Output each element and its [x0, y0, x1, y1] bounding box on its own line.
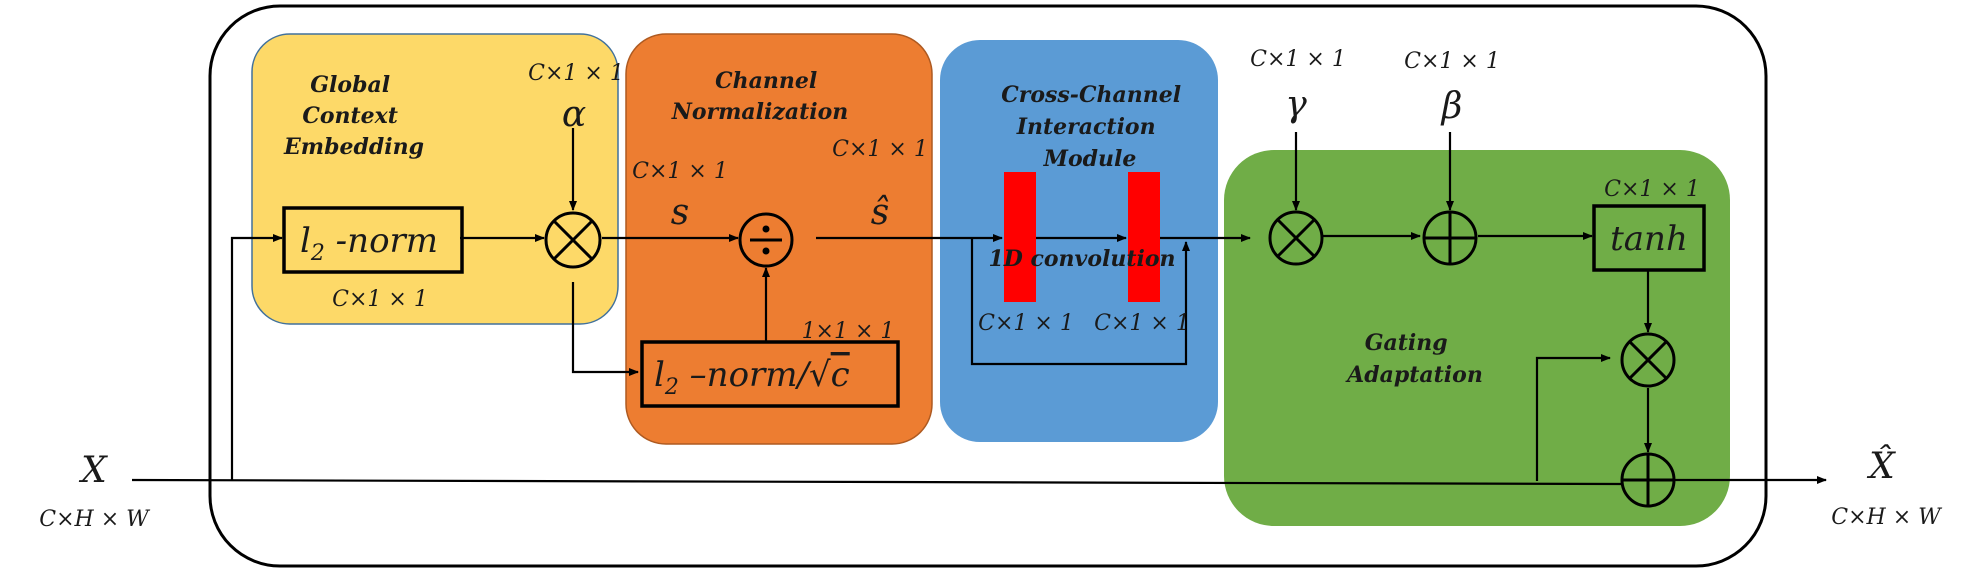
dim-s-hat: C×1 × 1 [832, 137, 928, 162]
outer-frame [208, 4, 1768, 568]
x-branch-up [230, 234, 283, 481]
dim-output: C×H × W [1831, 505, 1943, 530]
input-x-line [131, 478, 1623, 486]
l2norm-label: l2 -norm [300, 221, 438, 266]
s-symbol: s [671, 192, 689, 233]
conv-skip-line [970, 238, 1190, 366]
beta-add-op [1422, 210, 1478, 266]
cross-channel-title: Cross-Channel Interaction Module [1001, 82, 1188, 172]
dim-s: C×1 × 1 [632, 159, 728, 184]
alpha-symbol: α [562, 94, 586, 135]
conv-bar-1 [1004, 172, 1036, 302]
global-context-block [251, 33, 619, 325]
beta-symbol: β [1440, 86, 1463, 127]
gamma-mult-op [1268, 210, 1324, 266]
gating-adaptation-block [1224, 150, 1730, 526]
dim-input: C×H × W [39, 507, 151, 532]
global-context-title: Global Context Embedding [283, 72, 424, 160]
l2norm-sqrt-label: l2 –norm/√c [654, 355, 850, 400]
dim-gamma: C×1 × 1 [1250, 47, 1346, 72]
tanh-label: tanh [1610, 219, 1688, 259]
dim-alpha: C×1 × 1 [528, 61, 624, 86]
residual-add-op [1620, 452, 1676, 508]
dim-beta: C×1 × 1 [1404, 49, 1500, 74]
divide-op [738, 212, 794, 268]
channel-normalization-title: Channel Normalization [671, 68, 849, 125]
s-hat-symbol: ŝ [871, 192, 889, 233]
dim-norm-sqrt: 1×1 × 1 [802, 319, 895, 344]
gamma-symbol: γ [1285, 84, 1307, 125]
dim-l2norm: C×1 × 1 [332, 287, 428, 312]
x-branch-gating [1535, 354, 1611, 481]
conv-bar-2 [1128, 172, 1160, 302]
x-input-symbol: X [78, 450, 108, 491]
dim-conv-2: C×1 × 1 [1094, 311, 1190, 336]
alpha-mult-op [544, 211, 602, 269]
x-hat-output-symbol: X̂ [1866, 444, 1896, 487]
tanh-box [1592, 204, 1706, 272]
mult-to-norm-sqrt [571, 282, 639, 376]
dim-conv-1: C×1 × 1 [978, 311, 1074, 336]
cross-channel-block [940, 40, 1218, 442]
l2norm-sqrt-box [640, 340, 900, 408]
gate-mult-op [1620, 332, 1676, 388]
dim-tanh: C×1 × 1 [1604, 177, 1700, 202]
l2norm-box [282, 206, 464, 274]
conv-label: 1D convolution [988, 246, 1175, 272]
gating-adaptation-title: Gating Adaptation [1345, 330, 1483, 388]
